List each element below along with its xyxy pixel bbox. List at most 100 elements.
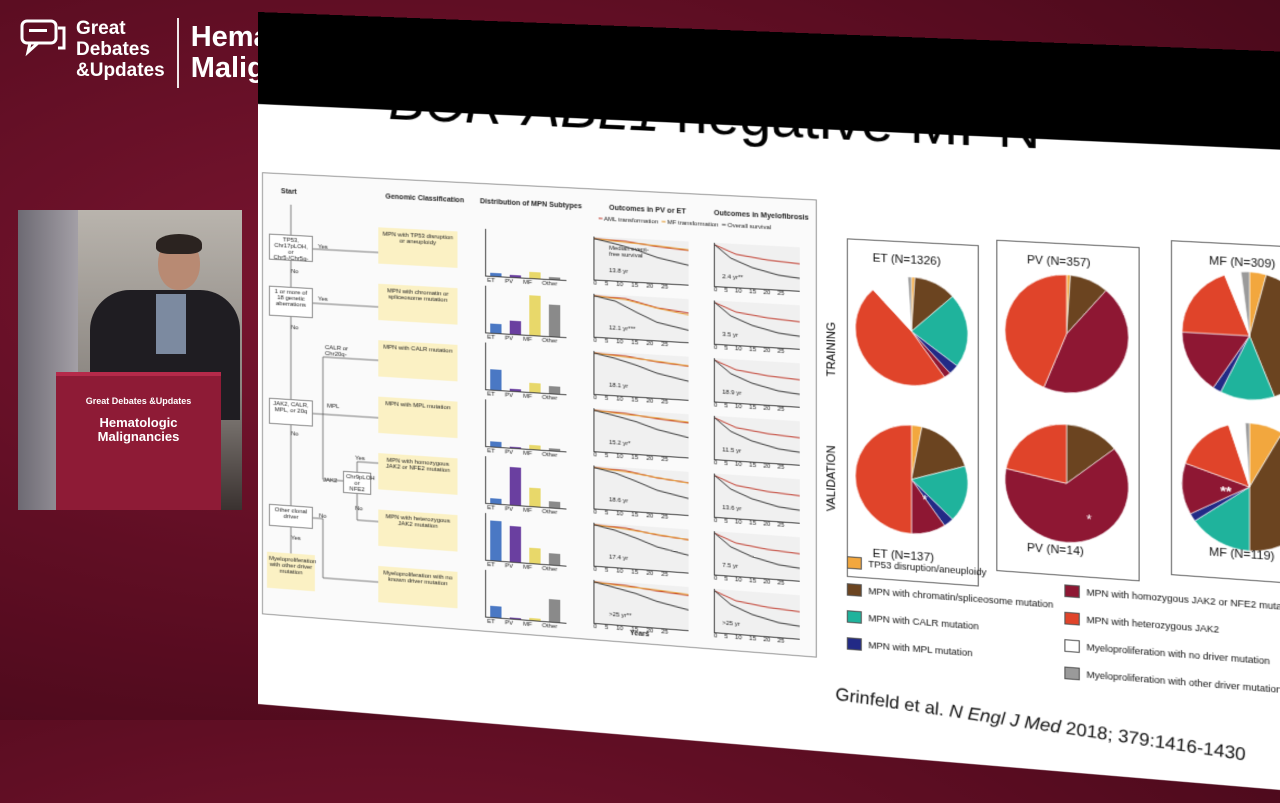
- mf-curve: [594, 296, 688, 315]
- subtype-bar: [490, 441, 502, 448]
- genomic-classification-figure: Start Genomic Classification Distributio…: [261, 172, 817, 658]
- podium-brand: Great Debates &Updates: [85, 396, 192, 406]
- mf-survival-panel: [713, 588, 800, 640]
- subtype-bar: [529, 618, 541, 621]
- podium-title: Hematologic Malignancies: [97, 415, 180, 444]
- mf-median-label: 7.5 yr: [722, 562, 739, 571]
- brand-name: Great Debates &Updates: [76, 18, 165, 81]
- mf-median-label: 18.9 yr: [722, 389, 742, 397]
- subtype-bar: [490, 520, 502, 561]
- speaker-video: Great Debates &Updates Hematologic Malig…: [18, 210, 242, 510]
- mf-survival-panel: [713, 531, 800, 582]
- subtype-bar: [529, 547, 541, 564]
- mf-curve: [594, 468, 688, 484]
- legend-swatch: [846, 637, 862, 651]
- pv-median-label: 17.4 yr: [609, 554, 629, 563]
- aml-curve: [715, 245, 800, 264]
- brand-divider: [176, 18, 179, 88]
- mf-survival-panel: [713, 242, 800, 292]
- subtype-bar: [529, 382, 541, 393]
- subtype-bar-panel: [485, 456, 567, 510]
- flow-connectors: [263, 204, 816, 656]
- subtype-bar-panel: [485, 285, 567, 339]
- podium: Great Debates &Updates Hematologic Malig…: [56, 372, 221, 510]
- pie-chart-et-val: [853, 419, 970, 539]
- mf-median-label: >25 yr: [722, 620, 741, 628]
- legend-swatch: [1064, 666, 1080, 681]
- subtype-bar-panel: [485, 228, 567, 282]
- mf-curve: [594, 353, 688, 366]
- os-curve: [594, 525, 688, 556]
- subtype-bar: [490, 273, 502, 277]
- aml-curve: [715, 476, 800, 496]
- pv-et-survival-panel: [593, 350, 689, 401]
- pie-slice: [855, 289, 944, 388]
- mf-survival-panel: [713, 300, 800, 350]
- subtype-bar: [548, 277, 561, 280]
- subtype-bar: [529, 445, 541, 450]
- mf-survival-panel: [713, 473, 800, 524]
- aml-curve: [715, 418, 800, 438]
- pie-chart-pv-train: [1003, 269, 1131, 398]
- presentation-slide: BCR-ABL1 negative MPN Start Genomic Clas…: [258, 12, 1280, 803]
- mf-median-label: 3.5 yr: [722, 331, 739, 339]
- subtype-bar: [509, 467, 522, 506]
- subtype-label: MPN with CALR mutation: [378, 340, 458, 382]
- pv-et-survival-panel: [593, 408, 689, 459]
- subtype-bar: [509, 617, 522, 620]
- os-curve: [594, 468, 688, 499]
- subtype-bar: [529, 295, 541, 336]
- pv-median-label: 18.6 yr: [609, 497, 629, 505]
- significance-star: *: [922, 492, 928, 508]
- pv-et-survival-panel: [593, 579, 689, 632]
- subtype-bar: [509, 388, 522, 392]
- x-axis-label-pv: Years: [629, 629, 650, 639]
- subtype-label: MPN with MPL mutation: [378, 396, 458, 439]
- legend-swatch: [846, 583, 862, 597]
- subtype-label: MPN with heterozygous JAK2 mutation: [378, 509, 458, 552]
- speaker-hair: [156, 234, 202, 254]
- pv-et-survival-panel: [593, 293, 689, 344]
- pv-et-survival-panel: [593, 236, 689, 286]
- legend-swatch: [846, 556, 862, 570]
- mf-median-label: 2.4 yr**: [722, 274, 744, 282]
- subtype-bar: [490, 605, 502, 618]
- os-curve: [715, 245, 800, 278]
- os-curve: [594, 582, 688, 610]
- subtype-label: MPN with TP53 disruption or aneuploidy: [378, 227, 458, 268]
- subtype-bar-panel: [485, 569, 567, 624]
- legend-swatch: [1064, 639, 1080, 653]
- subtype-bar: [490, 498, 502, 505]
- subtype-bar: [548, 385, 561, 394]
- pv-median-label: 15.2 yr*: [609, 439, 631, 448]
- pie-chart-et-train: [853, 272, 970, 391]
- mf-median-label: 11.5 yr: [722, 447, 742, 455]
- subtype-bar-panel: [485, 399, 567, 453]
- mf-survival-panel: [713, 358, 800, 408]
- subtype-bar: [548, 304, 561, 337]
- subtype-bar: [529, 487, 541, 507]
- mf-survival-panel: [713, 415, 800, 466]
- speaker-shirt: [156, 294, 186, 354]
- subtype-bar: [490, 368, 502, 391]
- pie-chart-mf-train: [1180, 266, 1280, 406]
- aml-curve: [715, 360, 800, 380]
- significance-star: *: [1086, 512, 1092, 528]
- training-label: TRAINING: [825, 321, 839, 377]
- subtype-label: Myeloproliferation with no known driver …: [378, 565, 458, 609]
- subtype-bar: [548, 448, 561, 451]
- pv-median-label: 18.1 yr: [609, 382, 629, 390]
- subtype-bar: [509, 320, 522, 335]
- pv-median-label: 13.8 yr: [609, 268, 629, 276]
- pv-et-survival-panel: [593, 522, 689, 574]
- mf-median-label: 13.6 yr: [722, 504, 742, 513]
- subtype-bar-panel: [485, 513, 567, 567]
- median-note: Median event-free survival: [609, 245, 649, 260]
- subtype-label: MPN with chromatin or spliceosome mutati…: [378, 283, 458, 325]
- legend-swatch: [1064, 611, 1080, 626]
- validation-label: VALIDATION: [825, 444, 839, 512]
- pie-chart-pv-val: [1003, 418, 1131, 549]
- pie-slice: [855, 422, 911, 534]
- subtype-bar: [490, 323, 502, 334]
- subtype-bar-panel: [485, 342, 567, 396]
